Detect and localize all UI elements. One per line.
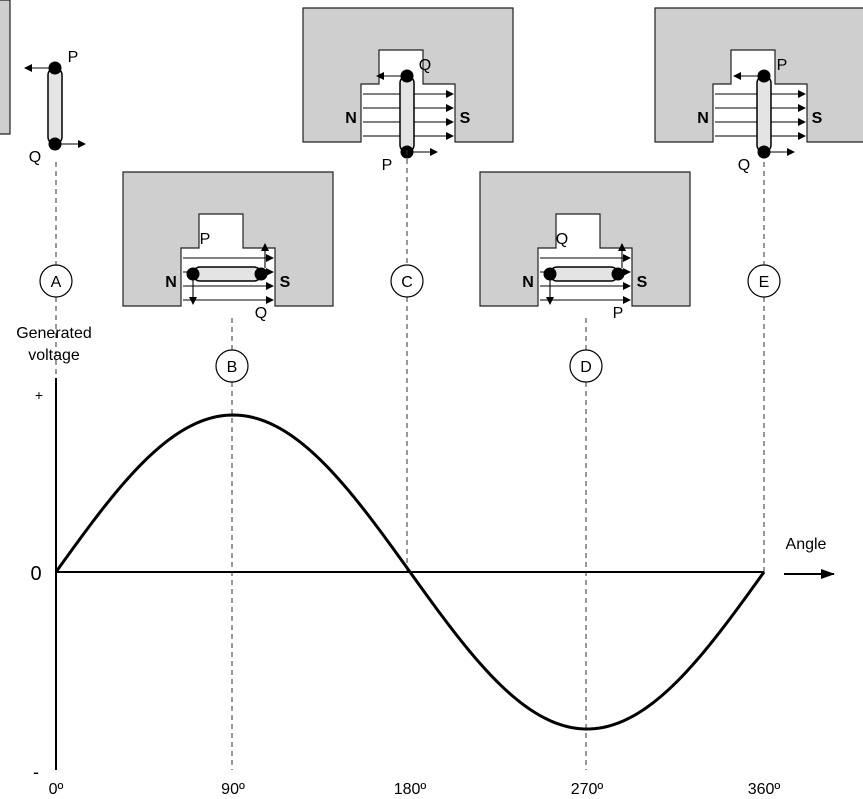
coil-d — [549, 266, 619, 282]
x-tick-label-d: 270º — [571, 781, 604, 798]
y-plus-label: + — [35, 387, 43, 403]
x-tick-label-e: 360º — [748, 781, 781, 798]
y-zero-label: 0 — [30, 563, 41, 585]
y-minus-label: - — [33, 762, 39, 782]
south-pole-label-d: S — [637, 274, 648, 291]
position-badge-d: D — [569, 349, 603, 383]
conductor-right-d — [611, 267, 625, 281]
position-badge-b: B — [215, 349, 249, 383]
position-badge-a: A — [39, 264, 73, 298]
conductor-label-top-c: Q — [419, 57, 431, 74]
coil-e — [756, 75, 772, 153]
conductor-bottom-a — [48, 137, 62, 151]
badge-label-e: E — [759, 274, 770, 291]
badge-label-b: B — [227, 359, 238, 376]
north-pole-label-b: N — [165, 274, 177, 291]
badge-label-a: A — [51, 274, 62, 291]
x-tick-labels: 0º 90º 180º 270º 360º — [49, 781, 781, 798]
conductor-left-b — [186, 267, 200, 281]
conductor-label-bottom-a: Q — [29, 149, 41, 166]
magnet-unit-e: N S P Q — [654, 7, 863, 174]
conductor-label-top-a: P — [68, 49, 79, 66]
south-pole-label-c: S — [460, 110, 471, 127]
magnet-unit-c: N S Q P — [302, 7, 514, 174]
voltage-curve — [54, 413, 766, 731]
conductor-label-bottom-b: Q — [255, 305, 267, 322]
conductor-top-a — [48, 61, 62, 75]
position-badge-e: E — [747, 264, 781, 298]
conductor-left-d — [543, 267, 557, 281]
conductor-top-c — [400, 69, 414, 83]
conductor-label-top-d: Q — [556, 231, 568, 248]
x-tick-label-c: 180º — [394, 781, 427, 798]
magnet-unit-b: N S P Q — [122, 171, 334, 322]
conductor-label-bottom-e: Q — [738, 157, 750, 174]
coil-b — [192, 266, 262, 282]
magnet-yoke-e — [654, 7, 863, 143]
magnet-yoke-a — [0, 0, 11, 135]
conductor-label-bottom-d: P — [613, 305, 624, 322]
south-pole-label-e: S — [812, 110, 823, 127]
conductor-label-top-b: P — [200, 231, 211, 248]
conductor-top-e — [757, 69, 771, 83]
conductor-bottom-e — [757, 145, 771, 159]
conductor-label-bottom-c: P — [382, 157, 393, 174]
magnet-yoke-c — [302, 7, 514, 143]
y-axis-label-line2: voltage — [28, 347, 80, 364]
x-tick-label-a: 0º — [49, 781, 64, 798]
magnet-yoke-b — [122, 171, 334, 307]
conductor-right-b — [254, 267, 268, 281]
north-pole-label-c: N — [345, 110, 357, 127]
x-tick-label-b: 90º — [221, 781, 245, 798]
north-pole-label-d: N — [522, 274, 534, 291]
badge-label-c: C — [401, 274, 413, 291]
magnet-unit-d: N S Q P — [479, 171, 691, 322]
position-badge-c: C — [390, 264, 424, 298]
badge-label-d: D — [580, 359, 592, 376]
conductor-label-top-e: P — [777, 57, 788, 74]
north-pole-label-e: N — [697, 110, 709, 127]
x-axis-label: Angle — [786, 536, 827, 553]
coil-a — [47, 67, 63, 145]
south-pole-label-b: S — [280, 274, 291, 291]
coil-c — [399, 75, 415, 153]
y-axis-label-line1: Generated — [16, 325, 92, 342]
magnet-yoke-d — [479, 171, 691, 307]
